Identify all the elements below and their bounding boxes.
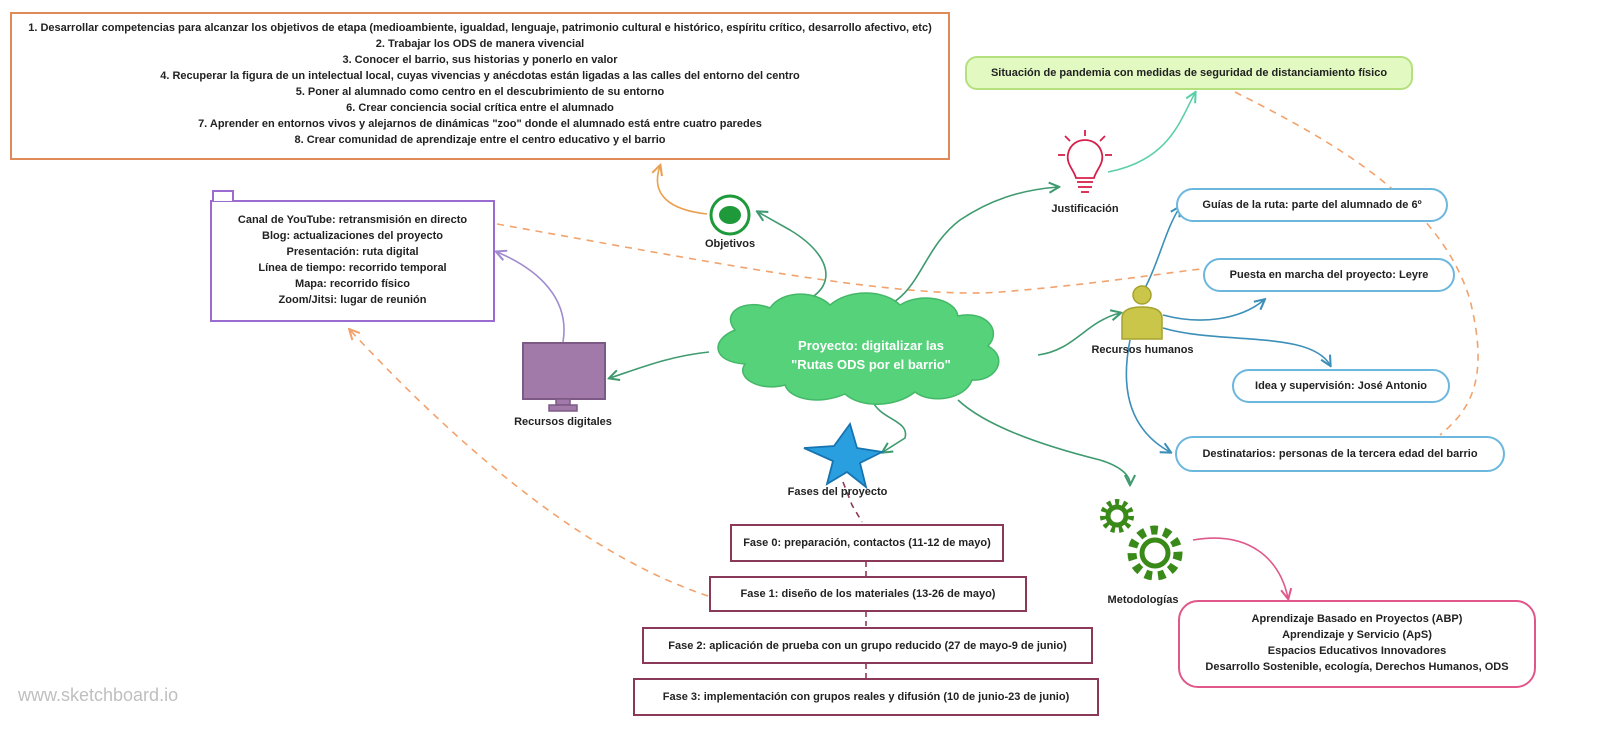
digital-item: Blog: actualizaciones del proyecto <box>262 230 443 242</box>
metodologia-item: Aprendizaje y Servicio (ApS) <box>1282 629 1432 641</box>
fase-3-box: Fase 3: implementación con grupos reales… <box>633 678 1099 716</box>
center-line-1: Proyecto: digitalizar las <box>798 338 944 353</box>
recursos-humanos-label: Recursos humanos <box>1091 344 1194 356</box>
digital-item: Presentación: ruta digital <box>286 246 419 258</box>
center-topic: Proyecto: digitalizar las "Rutas ODS por… <box>755 336 987 374</box>
folder-tab <box>212 190 234 201</box>
objetivos-label: Objetivos <box>704 238 756 250</box>
objetivos-item: 4. Recuperar la figura de un intelectual… <box>160 70 800 82</box>
dashed-links <box>350 91 1479 597</box>
humanos-item-text: Destinatarios: personas de la tercera ed… <box>1202 448 1478 460</box>
fase-text: Fase 3: implementación con grupos reales… <box>662 691 1070 703</box>
objetivos-item: 3. Conocer el barrio, sus historias y po… <box>342 54 618 66</box>
monitor-icon <box>522 342 606 412</box>
digital-item: Línea de tiempo: recorrido temporal <box>258 262 447 274</box>
center-cloud-shape <box>717 292 1000 405</box>
objetivos-box: 1. Desarrollar competencias para alcanza… <box>10 12 950 160</box>
humanos-item-text: Puesta en marcha del proyecto: Leyre <box>1229 269 1429 281</box>
metodologia-item: Desarrollo Sostenible, ecología, Derecho… <box>1205 661 1509 673</box>
blue-links <box>1125 207 1330 452</box>
objetivos-item: 8. Crear comunidad de aprendizaje entre … <box>294 134 666 146</box>
humanos-item-text: Guías de la ruta: parte del alumnado de … <box>1202 199 1422 211</box>
person-icon <box>1121 285 1163 340</box>
digital-item: Mapa: recorrido físico <box>295 278 410 290</box>
gears-icon <box>1100 499 1183 581</box>
objetivos-item: 2. Trabajar los ODS de manera vivencial <box>375 38 585 50</box>
fase-0-box: Fase 0: preparación, contactos (11-12 de… <box>730 524 1004 562</box>
justificacion-box: Situación de pandemia con medidas de seg… <box>965 56 1413 90</box>
justificacion-text: Situación de pandemia con medidas de seg… <box>990 67 1388 79</box>
metodologias-label: Metodologías <box>1107 594 1179 606</box>
fase-text: Fase 2: aplicación de prueba con un grup… <box>668 639 1067 652</box>
watermark: www.sketchboard.io <box>18 685 179 705</box>
fase-1-box: Fase 1: diseño de los materiales (13-26 … <box>709 576 1027 612</box>
recursos-digitales-label: Recursos digitales <box>514 416 612 428</box>
objetivos-item: 7. Aprender en entornos vivos y alejarno… <box>198 118 762 130</box>
recursos-digitales-box: Canal de YouTube: retransmisión en direc… <box>210 190 495 322</box>
objetivos-item: 1. Desarrollar competencias para alcanza… <box>28 22 932 34</box>
objetivos-item: 5. Poner al alumnado como centro en el d… <box>295 86 665 98</box>
humanos-item-destinatarios: Destinatarios: personas de la tercera ed… <box>1175 436 1505 472</box>
target-icon <box>709 194 751 236</box>
digital-item: Canal de YouTube: retransmisión en direc… <box>237 214 468 226</box>
fase-text: Fase 1: diseño de los materiales (13-26 … <box>740 588 996 600</box>
lightbulb-icon <box>1058 130 1112 193</box>
humanos-item-idea: Idea y supervisión: José Antonio <box>1232 369 1450 403</box>
fase-text: Fase 0: preparación, contactos (11-12 de… <box>743 537 991 549</box>
humanos-item-puesta: Puesta en marcha del proyecto: Leyre <box>1203 258 1455 292</box>
justificacion-label: Justificación <box>1051 203 1119 215</box>
humanos-item-guias: Guías de la ruta: parte del alumnado de … <box>1176 188 1448 222</box>
digital-item: Zoom/Jitsi: lugar de reunión <box>278 294 427 306</box>
metodologias-box: Aprendizaje Basado en Proyectos (ABP) Ap… <box>1178 600 1536 688</box>
metodologia-item: Aprendizaje Basado en Proyectos (ABP) <box>1251 613 1463 625</box>
fases-label: Fases del proyecto <box>787 486 888 498</box>
star-icon <box>803 421 885 490</box>
fase-2-box: Fase 2: aplicación de prueba con un grup… <box>642 627 1093 664</box>
center-line-2: "Rutas ODS por el barrio" <box>791 357 951 372</box>
metodologia-item: Espacios Educativos Innovadores <box>1267 645 1447 657</box>
humanos-item-text: Idea y supervisión: José Antonio <box>1255 380 1427 392</box>
objetivos-item: 6. Crear conciencia social crítica entre… <box>346 102 614 114</box>
